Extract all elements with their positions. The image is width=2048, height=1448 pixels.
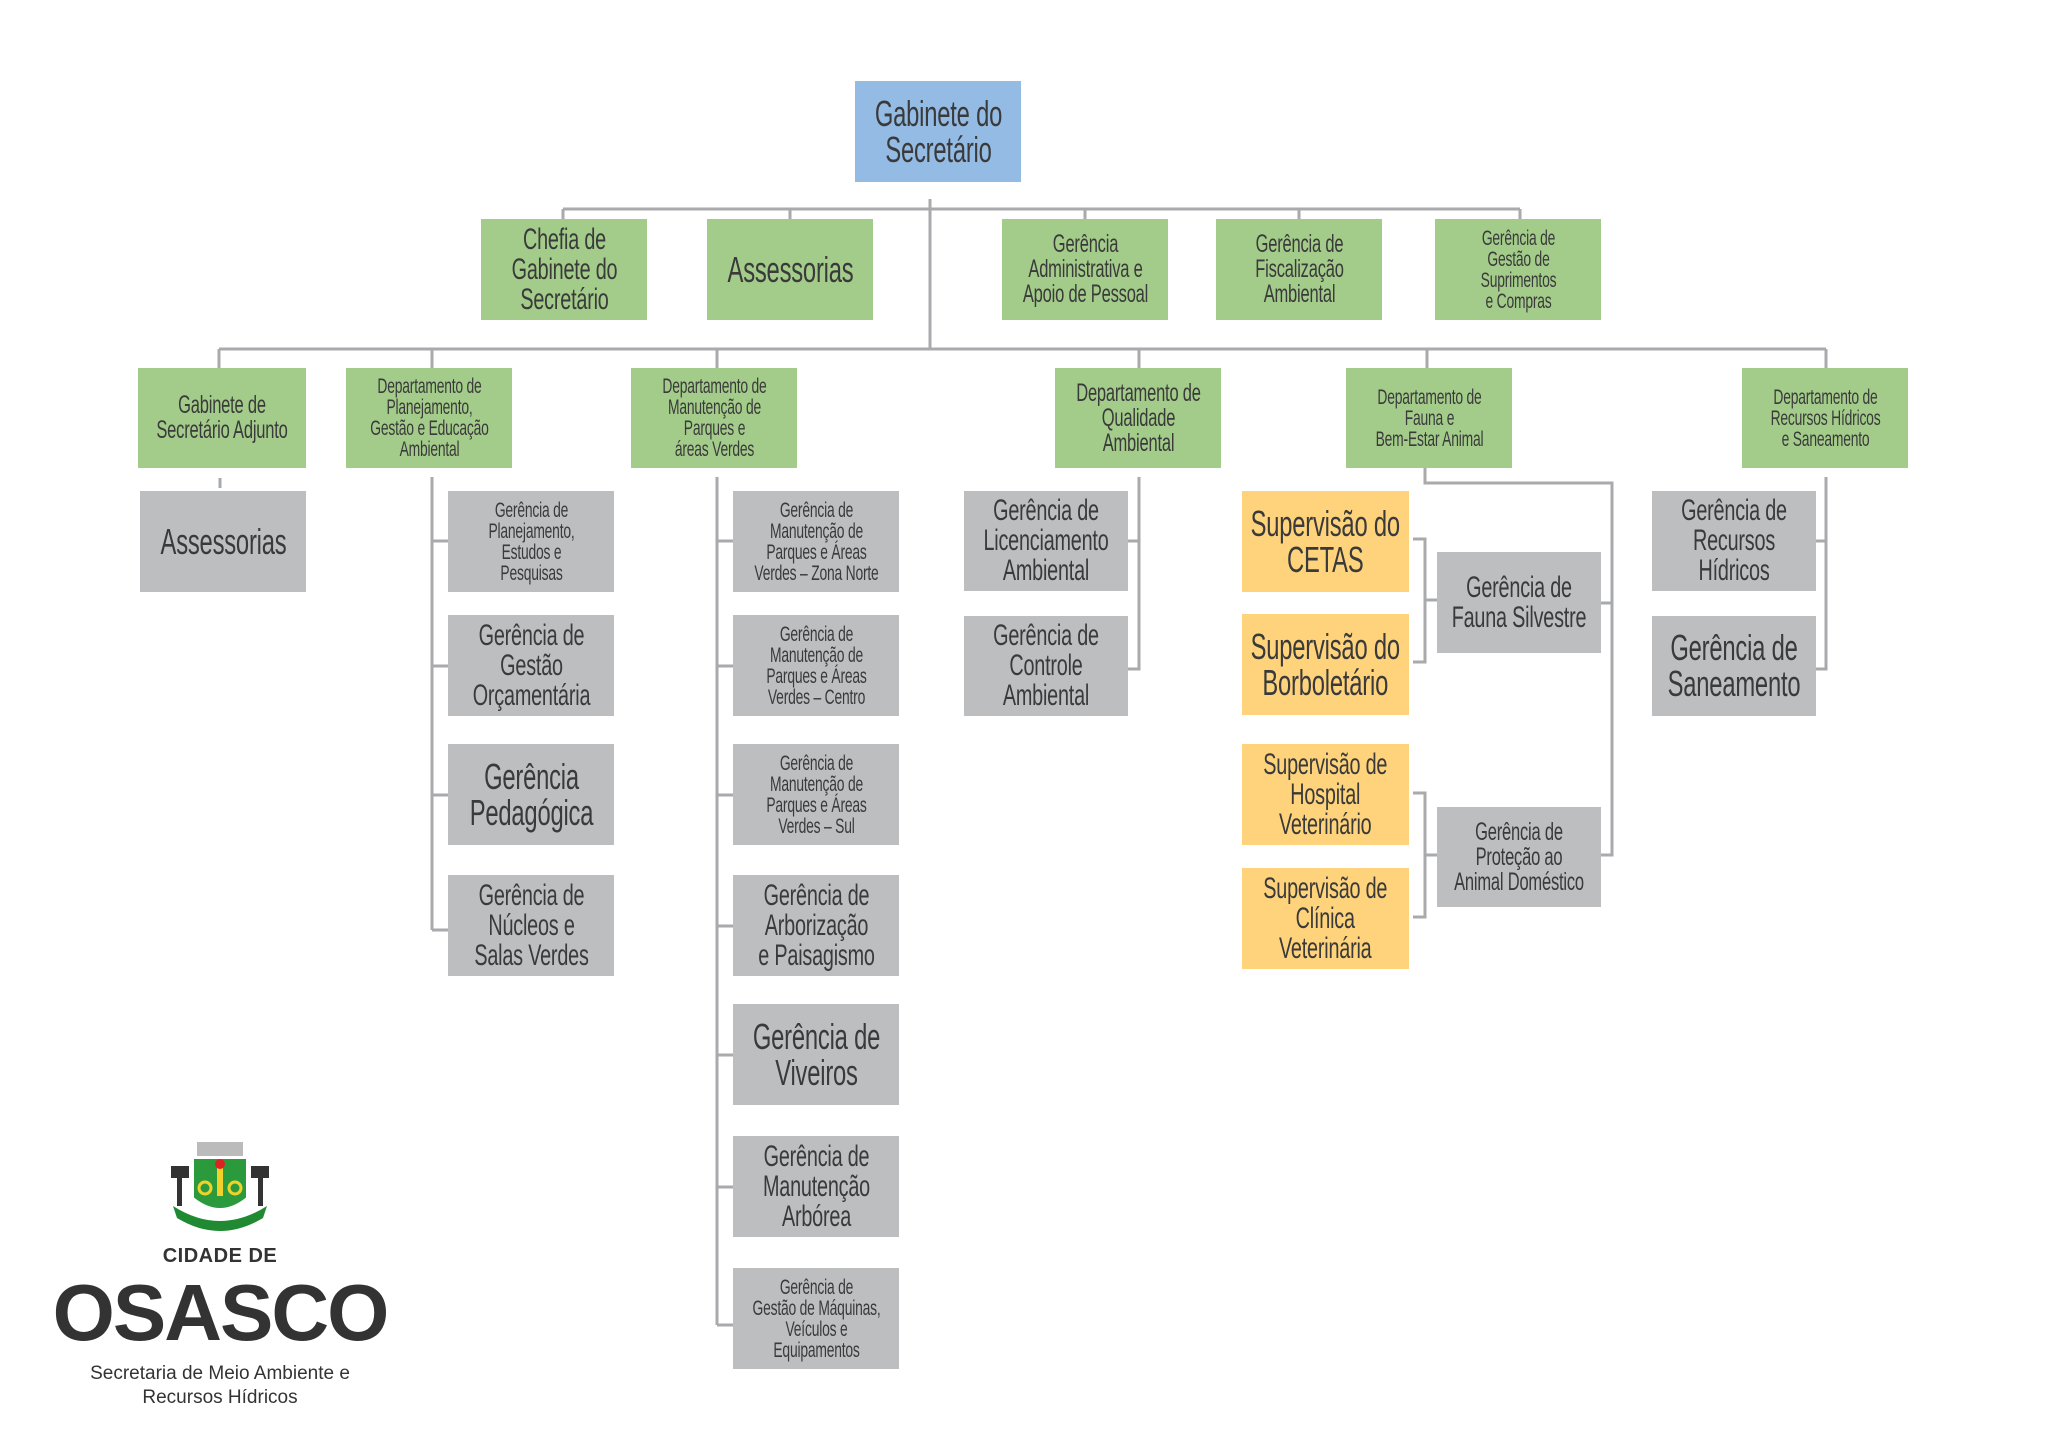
osasco-logo: CIDADE DE OSASCO Secretaria de Meio Ambi… <box>40 1140 400 1410</box>
node-dep-manutencao: Departamento de Manutenção de Parques e … <box>631 368 797 468</box>
logo-secretariat: Secretaria de Meio Ambiente e Recursos H… <box>90 1363 350 1408</box>
node-ger-licenciamento: Gerência de Licenciamento Ambiental <box>964 491 1128 591</box>
node-gerencia-suprimentos: Gerência de Gestão de Suprimentos e Comp… <box>1435 219 1601 320</box>
node-ger-maquinas: Gerência de Gestão de Máquinas, Veículos… <box>733 1268 899 1369</box>
logo-city-name: OSASCO <box>52 1268 390 1357</box>
node-ger-controle: Gerência de Controle Ambiental <box>964 616 1128 716</box>
node-dep-planejamento: Departamento de Planejamento, Gestão e E… <box>346 368 512 468</box>
node-assessorias: Assessorias <box>707 219 873 320</box>
node-label: Gerência de Recursos Hídricos <box>1681 494 1787 587</box>
node-ger-orcamentaria: Gerência de Gestão Orçamentária <box>448 615 614 716</box>
node-label: Departamento de Manutenção de Parques e … <box>661 375 767 461</box>
node-ger-recursos-hidricos: Gerência de Recursos Hídricos <box>1652 491 1816 591</box>
node-label: Departamento de Fauna e Bem-Estar Animal <box>1375 385 1483 451</box>
node-label: Gerência de Proteção ao Animal Doméstico <box>1454 817 1584 896</box>
node-sup-cetas: Supervisão do CETAS <box>1242 491 1409 592</box>
node-label: Gerência de Fiscalização Ambiental <box>1254 230 1344 308</box>
node-label: Gabinete do Secretário <box>874 92 1002 170</box>
node-label: Chefia de Gabinete do Secretário <box>511 222 617 316</box>
node-label: Gerência Administrativa e Apoio de Pesso… <box>1022 230 1148 308</box>
node-ger-arborea: Gerência de Manutenção Arbórea <box>733 1136 899 1237</box>
node-ger-fauna-silvestre: Gerência de Fauna Silvestre <box>1437 552 1601 653</box>
node-label: Departamento de Qualidade Ambiental <box>1075 378 1201 457</box>
node-label: Departamento de Recursos Hídricos e Sane… <box>1770 385 1880 451</box>
node-sup-clinica: Supervisão de Clínica Veterinária <box>1242 868 1409 969</box>
node-label: Gerência de Viveiros <box>752 1015 880 1093</box>
city-crest-icon <box>171 1142 269 1231</box>
node-label: Gerência de Fauna Silvestre <box>1451 570 1587 634</box>
node-label: Gerência de Núcleos e Salas Verdes <box>473 878 589 972</box>
node-gerencia-fiscalizacao: Gerência de Fiscalização Ambiental <box>1216 219 1382 320</box>
node-ger-zona-norte: Gerência de Manutenção de Parques e Área… <box>733 491 899 592</box>
node-ger-viveiros: Gerência de Viveiros <box>733 1004 899 1105</box>
node-ger-protecao-animal: Gerência de Proteção ao Animal Doméstico <box>1437 807 1601 907</box>
node-label: Gerência de Gestão de Suprimentos e Comp… <box>1480 226 1556 313</box>
node-dep-fauna: Departamento de Fauna e Bem-Estar Animal <box>1346 368 1512 468</box>
node-sup-hospital: Supervisão de Hospital Veterinário <box>1242 744 1409 845</box>
node-ger-pedagogica: Gerência Pedagógica <box>448 744 614 845</box>
node-ger-saneamento: Gerência de Saneamento <box>1652 616 1816 716</box>
node-gabinete-adjunto: Gabinete de Secretário Adjunto <box>138 368 306 468</box>
node-label: Supervisão de Clínica Veterinária <box>1263 871 1388 965</box>
node-ger-sul: Gerência de Manutenção de Parques e Área… <box>733 744 899 845</box>
node-chefia-gabinete: Chefia de Gabinete do Secretário <box>481 219 647 320</box>
logo-city-prefix: CIDADE DE <box>162 1245 278 1267</box>
node-label: Assessorias <box>160 520 286 562</box>
node-label: Gabinete de Secretário Adjunto <box>156 391 288 444</box>
node-ger-centro: Gerência de Manutenção de Parques e Área… <box>733 615 899 716</box>
node-label: Gerência de Manutenção de Parques e Área… <box>753 498 879 585</box>
node-sup-borboletario: Supervisão do Borboletário <box>1242 614 1409 715</box>
node-label: Gerência de Gestão Orçamentária <box>472 618 590 712</box>
node-gabinete-secretario: Gabinete do Secretário <box>855 81 1021 182</box>
node-label: Gerência de Manutenção Arbórea <box>762 1139 870 1233</box>
node-label: Gerência de Controle Ambiental <box>993 619 1099 712</box>
node-label: Departamento de Planejamento, Gestão e E… <box>369 375 489 461</box>
node-dep-qualidade: Departamento de Qualidade Ambiental <box>1055 368 1221 468</box>
node-label: Supervisão do CETAS <box>1250 502 1401 580</box>
node-dep-recursos: Departamento de Recursos Hídricos e Sane… <box>1742 368 1908 468</box>
node-label: Gerência de Manutenção de Parques e Área… <box>765 751 867 838</box>
node-label: Gerência de Licenciamento Ambiental <box>983 494 1109 587</box>
node-label: Gerência de Planejamento, Estudos e Pesq… <box>487 498 575 585</box>
node-label: Gerência de Saneamento <box>1667 627 1801 704</box>
node-label: Gerência de Manutenção de Parques e Área… <box>765 622 867 709</box>
node-ger-arborizacao: Gerência de Arborização e Paisagismo <box>733 875 899 976</box>
node-ger-planejamento: Gerência de Planejamento, Estudos e Pesq… <box>448 491 614 592</box>
node-ger-nucleos: Gerência de Núcleos e Salas Verdes <box>448 875 614 976</box>
node-gerencia-administrativa: Gerência Administrativa e Apoio de Pesso… <box>1002 219 1168 320</box>
node-label: Supervisão do Borboletário <box>1250 625 1401 703</box>
node-label: Supervisão de Hospital Veterinário <box>1263 747 1388 841</box>
node-label: Gerência de Gestão de Máquinas, Veículos… <box>752 1275 880 1362</box>
node-label: Gerência Pedagógica <box>469 755 593 833</box>
node-label: Gerência de Arborização e Paisagismo <box>757 878 875 972</box>
node-label: Assessorias <box>727 248 853 290</box>
node-assessorias-adjunto: Assessorias <box>140 491 306 592</box>
